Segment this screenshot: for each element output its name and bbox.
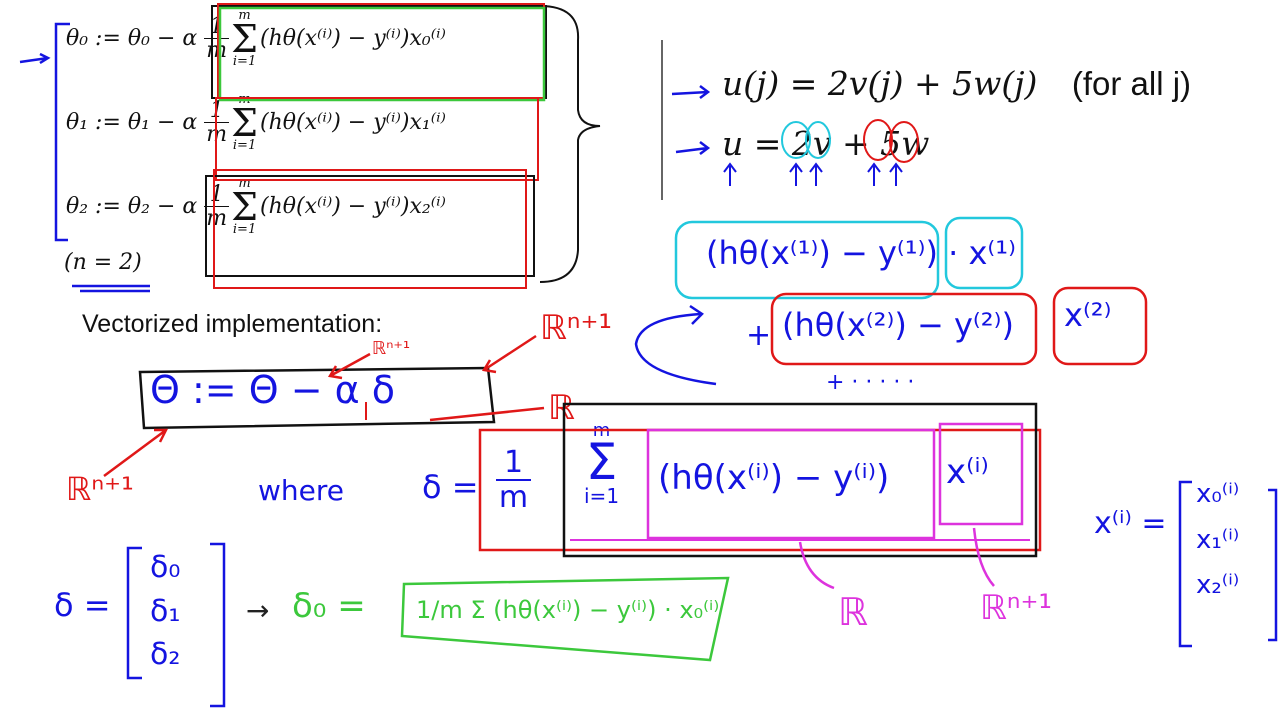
rule-term: (hθ(x⁽ⁱ⁾) − y⁽ⁱ⁾)x₀⁽ⁱ⁾ <box>260 25 446 51</box>
delta-def-lhs: δ = <box>422 468 479 506</box>
delta-vector: δ₀ δ₁ δ₂ <box>150 546 180 677</box>
magenta-pointer-2 <box>972 527 995 587</box>
rule-term: (hθ(x⁽ⁱ⁾) − y⁽ⁱ⁾)x₂⁽ⁱ⁾ <box>260 193 446 219</box>
delta-def-term: (hθ(x⁽ⁱ⁾) − y⁽ⁱ⁾) <box>658 458 890 498</box>
expansion-line-2-x: x⁽²⁾ <box>1064 296 1112 334</box>
xi-vec-2: x₂⁽ⁱ⁾ <box>1196 570 1240 600</box>
rule-lhs: θ₀ := θ₀ − α <box>66 25 198 51</box>
delta-bracket-left <box>126 546 142 680</box>
arrow-delta <box>481 334 537 374</box>
delta-vec-1: δ₁ <box>150 593 181 629</box>
r-label-alpha: ℝ <box>548 388 575 428</box>
delta-vec-2: δ₂ <box>150 637 181 672</box>
expansion-line-1: (hθ(x⁽¹⁾) − y⁽¹⁾) · x⁽¹⁾ <box>706 234 1016 272</box>
arrow-theta <box>327 352 371 380</box>
box-vectorized <box>138 366 496 430</box>
magenta-pointer-1 <box>798 541 835 590</box>
xi-bracket-right <box>1268 488 1278 642</box>
frac-den: m <box>206 206 228 232</box>
box-expand1 <box>674 220 940 300</box>
sum-bottom: i=1 <box>232 221 257 237</box>
implies-arrow: → <box>246 594 270 627</box>
box-expand2 <box>770 292 1038 366</box>
rn1-label-top: ℝⁿ⁺¹ <box>372 338 411 359</box>
box-row1-red <box>215 97 539 181</box>
black-brace <box>539 5 601 283</box>
r-label-under-term: ℝ <box>838 590 869 634</box>
delta-vector-lhs: δ = <box>54 586 111 624</box>
delta-def-sum: m Σ i=1 <box>584 420 620 508</box>
box-expand2-x <box>1052 286 1148 366</box>
expansion-plus: + <box>746 318 772 353</box>
delta-sum-bottom: i=1 <box>584 483 620 508</box>
delta-def-fraction: 1 m <box>496 446 532 515</box>
rn1-label-left: ℝⁿ⁺¹ <box>66 470 134 508</box>
xi-vec-0: x₀⁽ⁱ⁾ <box>1196 479 1240 509</box>
delta-def-x: x⁽ⁱ⁾ <box>946 452 989 492</box>
vectorized-update: Θ := Θ − α δ <box>150 368 395 412</box>
arrow-eq1 <box>671 85 711 99</box>
box-delta-term <box>646 428 936 540</box>
box-expand1-x <box>944 216 1024 290</box>
circle-v <box>805 121 831 159</box>
box-delta-x <box>938 422 1024 526</box>
rn1-label-right: ℝⁿ⁺¹ <box>540 308 613 348</box>
blue-arrow-left <box>19 52 51 65</box>
n-underline <box>72 284 150 293</box>
delta-frac-num: 1 <box>496 446 532 481</box>
arrow-eq2 <box>675 141 711 155</box>
box-row0-green <box>218 6 546 102</box>
delta-vec-0: δ₀ <box>150 550 181 585</box>
xi-vec-1: x₁⁽ⁱ⁾ <box>1196 524 1240 555</box>
elementwise-equation: u(j) = 2v(j) + 5w(j) (for all j) <box>722 64 1191 103</box>
sum-top: m <box>238 8 251 23</box>
xi-vector-lhs: x⁽ⁱ⁾ = <box>1094 506 1167 541</box>
circle-2 <box>781 121 811 159</box>
where-label: where <box>258 474 344 507</box>
expansion-line-2: (hθ(x⁽²⁾) − y⁽²⁾) <box>782 306 1014 344</box>
box-row0-black <box>211 5 547 99</box>
box-row2-black <box>205 175 535 277</box>
circle-5 <box>863 119 893 161</box>
rule-term: (hθ(x⁽ⁱ⁾) − y⁽ⁱ⁾)x₁⁽ⁱ⁾ <box>260 109 446 135</box>
circle-w <box>889 121 919 163</box>
blue-bracket-left <box>54 22 70 242</box>
curly-arrow <box>634 304 717 386</box>
vectorized-label: Vectorized implementation: <box>82 310 383 338</box>
eq1-suffix: (for all j) <box>1071 65 1192 102</box>
box-row0-red <box>217 3 545 99</box>
sum-bottom: i=1 <box>232 53 257 69</box>
n-note: (n = 2) <box>64 250 142 275</box>
arrow-theta-left <box>103 428 169 478</box>
up-arrows <box>723 162 903 186</box>
sum-bottom: i=1 <box>232 137 257 153</box>
delta0-lhs: δ₀ = <box>292 586 366 626</box>
rn1-label-under-x: ℝⁿ⁺¹ <box>980 588 1053 628</box>
xi-bracket-left <box>1178 480 1192 648</box>
expansion-ellipsis: + · · · · · <box>826 370 915 395</box>
rule-lhs: θ₁ := θ₁ − α <box>66 109 198 135</box>
delta0-rhs: 1/m Σ (hθ(x⁽ⁱ⁾) − y⁽ⁱ⁾) · x₀⁽ⁱ⁾ <box>416 596 720 624</box>
box-row2-red <box>213 169 527 289</box>
box-delta0 <box>400 576 730 662</box>
delta-frac-den: m <box>498 480 529 515</box>
xi-vector: x₀⁽ⁱ⁾ x₁⁽ⁱ⁾ x₂⁽ⁱ⁾ <box>1196 472 1239 609</box>
rule-lhs: θ₂ := θ₂ − α <box>66 193 198 219</box>
box-delta-black <box>562 402 1038 558</box>
delta-bracket-right <box>210 542 226 708</box>
eq1-text: u(j) = 2v(j) + 5w(j) <box>722 64 1038 103</box>
arrow-alpha <box>429 406 545 422</box>
